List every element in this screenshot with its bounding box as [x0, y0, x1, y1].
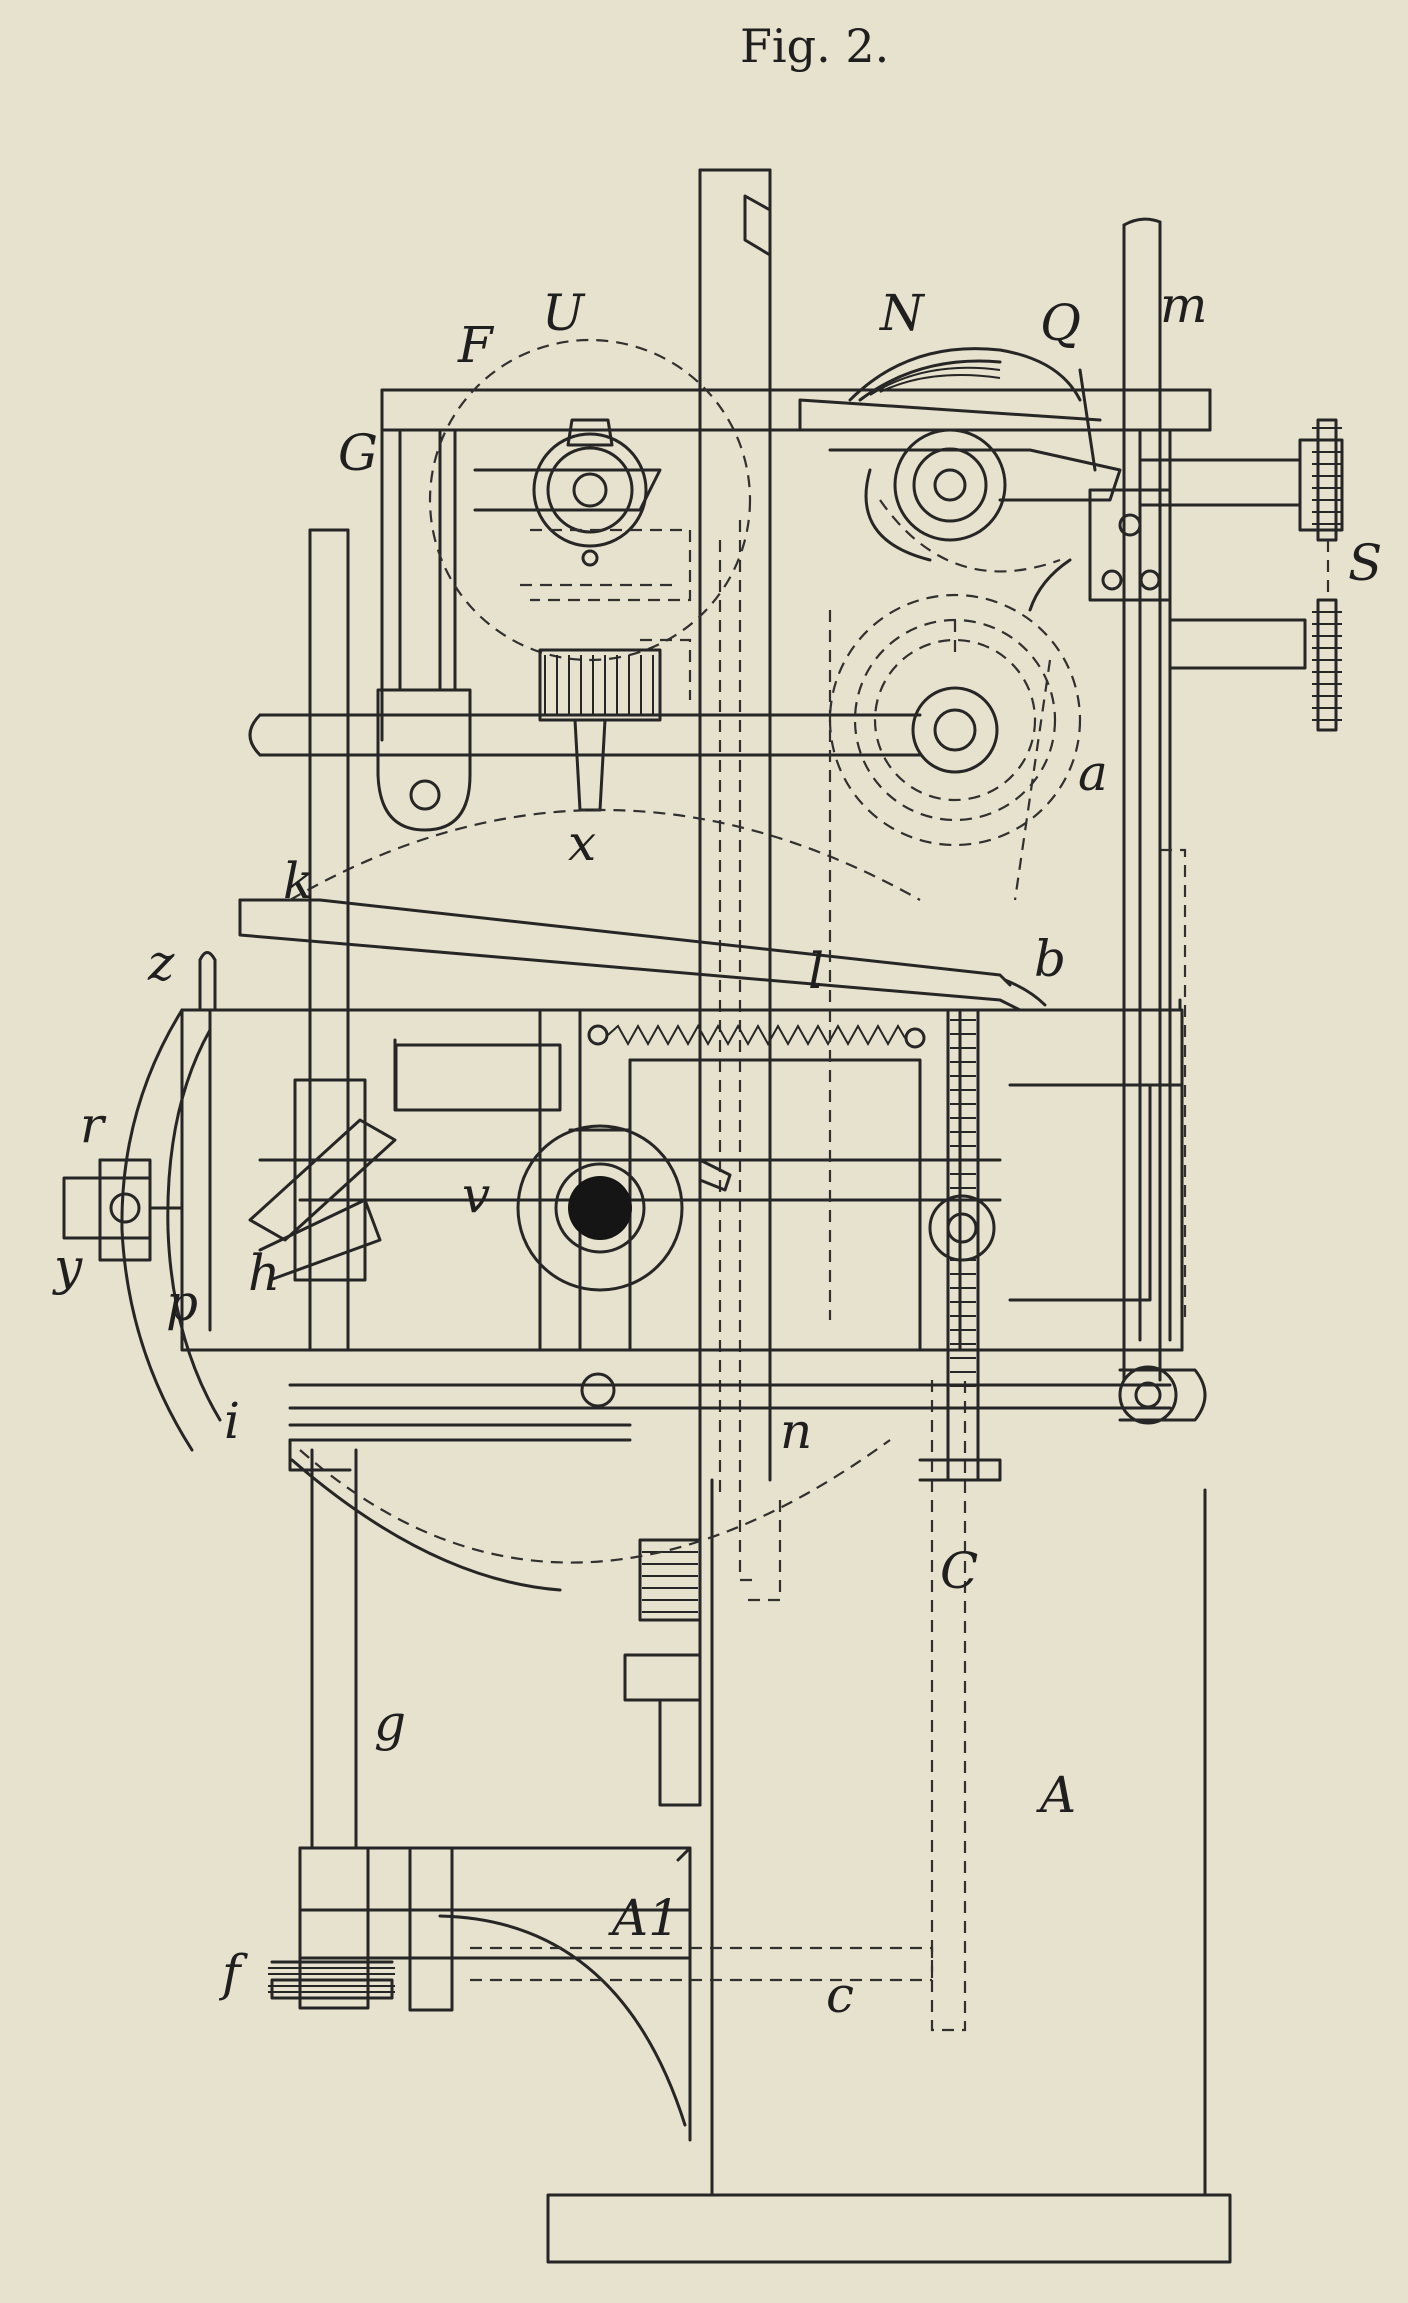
- label-x: x: [568, 814, 596, 872]
- label-U: U: [542, 284, 586, 342]
- vertical-shaft-g: [270, 1448, 454, 2012]
- labels: U F G N Q m S x a k z l b r y v h p i n …: [52, 276, 1382, 2024]
- bearing-v: [516, 1124, 732, 1292]
- arc-p: [120, 1008, 222, 1452]
- label-A: A: [1036, 1766, 1076, 1824]
- link-n: [288, 1365, 1207, 1472]
- label-C: C: [940, 1542, 978, 1600]
- gear-a: [828, 593, 1082, 901]
- label-y: y: [52, 1238, 83, 1296]
- label-l: l: [808, 942, 824, 1000]
- label-p: p: [166, 1274, 198, 1332]
- bracket-G: [376, 688, 472, 832]
- label-k: k: [283, 852, 313, 910]
- label-f: f: [218, 1944, 248, 2002]
- label-m: m: [1160, 276, 1207, 334]
- label-i: i: [224, 1392, 240, 1450]
- label-v: v: [462, 1166, 490, 1224]
- toothed-rack: [918, 1008, 1002, 1482]
- label-a: a: [1078, 744, 1108, 802]
- dashed-guides: [640, 610, 832, 1602]
- label-n: n: [780, 1402, 812, 1460]
- lever-l: [238, 898, 1182, 1012]
- lever-C: [930, 1380, 967, 2032]
- label-N: N: [879, 284, 926, 342]
- label-A1: A1: [608, 1889, 680, 1947]
- label-F: F: [457, 316, 495, 374]
- label-g: g: [374, 1694, 406, 1752]
- base-column: [546, 1478, 1232, 2264]
- horizontal-rods: [248, 458, 1307, 757]
- sprocket-S: [1298, 418, 1344, 732]
- label-G: G: [338, 424, 378, 482]
- handle-z: [198, 951, 217, 1012]
- wheel-U: [428, 338, 752, 662]
- post-h: [248, 528, 422, 1352]
- label-b: b: [1034, 930, 1066, 988]
- label-h: h: [248, 1244, 280, 1302]
- label-Q: Q: [1040, 294, 1081, 352]
- shaft-m: [1122, 217, 1162, 1382]
- pulley-f: [268, 1967, 395, 1993]
- label-z: z: [147, 934, 175, 992]
- worm-gear: [473, 418, 692, 812]
- figure-caption: Fig. 2.: [740, 19, 889, 73]
- central-spindle: [623, 168, 772, 1807]
- gear-N: [798, 347, 1122, 612]
- spring: [587, 1023, 926, 1049]
- clamp-ry: [62, 1158, 184, 1262]
- lower-bracket: [298, 1846, 692, 2142]
- label-r: r: [80, 1096, 107, 1154]
- rod-c: [470, 1946, 934, 1982]
- label-c: c: [826, 1966, 854, 2024]
- bracket-plate: [1088, 488, 1172, 602]
- main-frame: [380, 388, 1212, 1342]
- carriage: [180, 1008, 1184, 1352]
- label-S: S: [1348, 534, 1382, 592]
